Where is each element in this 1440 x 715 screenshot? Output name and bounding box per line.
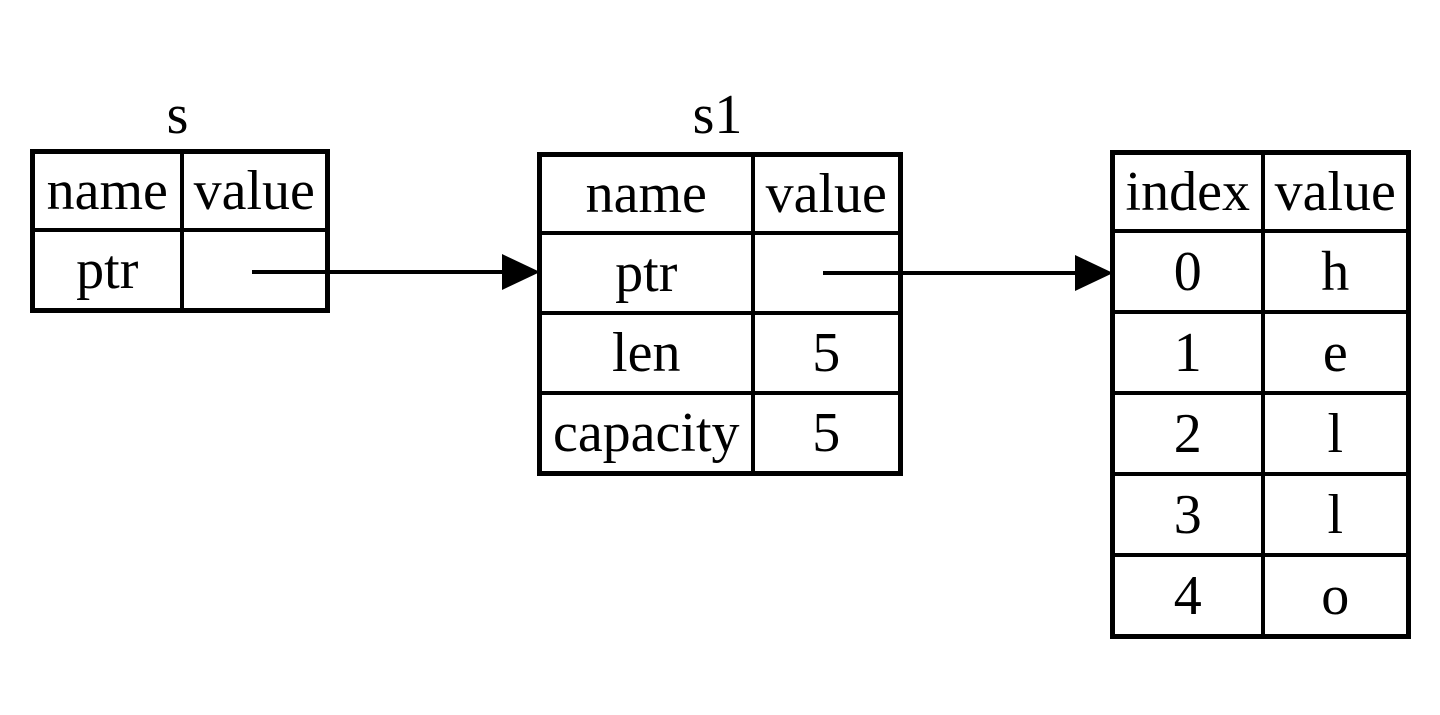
table-heap-row-1: 1 e <box>1110 310 1411 395</box>
table-heap-cell-0-value: h <box>1260 229 1411 314</box>
table-s1-row-len: len 5 <box>537 311 903 395</box>
table-s: name value ptr <box>30 149 330 313</box>
table-heap-cell-1-index: 1 <box>1110 310 1265 395</box>
table-s-header-value: value <box>179 149 330 232</box>
table-s-cell-ptr-name: ptr <box>30 228 184 313</box>
table-s1-cell-len-name: len <box>537 311 755 395</box>
table-heap-cell-3-value: l <box>1260 472 1411 557</box>
table-heap-cell-4-value: o <box>1260 553 1411 639</box>
table-heap-row-4: 4 o <box>1110 553 1411 639</box>
table-s-header-row: name value <box>30 149 330 232</box>
table-s1-cell-capacity-value: 5 <box>750 391 903 476</box>
table-heap-row-2: 2 l <box>1110 391 1411 476</box>
table-s1-cell-ptr-name: ptr <box>537 231 755 315</box>
table-heap-cell-2-index: 2 <box>1110 391 1265 476</box>
table-s1-cell-capacity-name: capacity <box>537 391 755 476</box>
table-s1-title: s1 <box>692 84 743 146</box>
table-s-cell-ptr-value <box>179 228 330 313</box>
table-heap-cell-2-value: l <box>1260 391 1411 476</box>
table-s1: name value ptr len 5 capacity 5 <box>537 152 903 476</box>
table-heap-header-index: index <box>1110 150 1265 233</box>
table-s1-cell-ptr-value <box>750 231 903 315</box>
table-heap-cell-4-index: 4 <box>1110 553 1265 639</box>
table-s1-header-value: value <box>750 152 903 235</box>
table-heap-row-0: 0 h <box>1110 229 1411 314</box>
table-heap-header-value: value <box>1260 150 1411 233</box>
table-heap-cell-1-value: e <box>1260 310 1411 395</box>
table-s1-row-ptr: ptr <box>537 231 903 315</box>
table-s1-row-capacity: capacity 5 <box>537 391 903 476</box>
table-heap-row-3: 3 l <box>1110 472 1411 557</box>
table-heap-cell-0-index: 0 <box>1110 229 1265 314</box>
table-s-header-name: name <box>30 149 184 232</box>
table-heap: index value 0 h 1 e 2 l 3 l 4 o <box>1110 150 1411 639</box>
table-heap-cell-3-index: 3 <box>1110 472 1265 557</box>
table-s1-header-row: name value <box>537 152 903 235</box>
table-s-title: s <box>166 84 189 146</box>
table-s1-cell-len-value: 5 <box>750 311 903 395</box>
table-s-row-ptr: ptr <box>30 228 330 313</box>
table-heap-header-row: index value <box>1110 150 1411 233</box>
table-s1-header-name: name <box>537 152 755 235</box>
